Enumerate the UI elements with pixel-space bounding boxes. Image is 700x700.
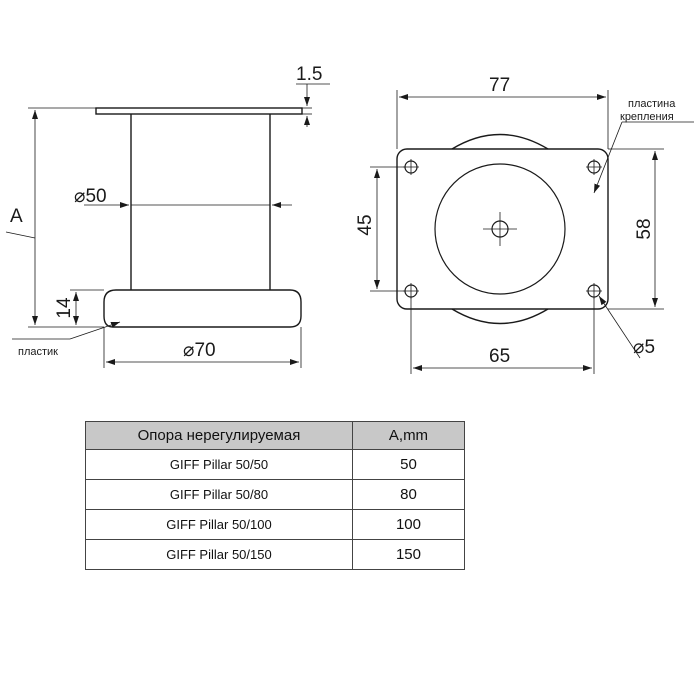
- plate-note-line1: пластина: [628, 98, 676, 110]
- base-height-label: 14: [54, 297, 75, 319]
- tube-diameter-label: ⌀50: [74, 186, 107, 207]
- base-outline-bottom: [451, 308, 549, 325]
- header-name: Опора нерегулируемая: [85, 421, 353, 450]
- width-dimension: 77: [396, 75, 609, 149]
- specification-table: Опора нерегулируемая A,mm GIFF Pillar 50…: [85, 421, 466, 570]
- tube-circle-top: [434, 163, 566, 295]
- base-outline-top: [451, 133, 549, 150]
- height-cell: 80: [351, 479, 466, 510]
- height-cell: 150: [351, 539, 466, 570]
- base-diameter-label: ⌀70: [183, 340, 216, 361]
- top-view: 77 58 45 65 ⌀5: [355, 75, 694, 374]
- table-row: GIFF Pillar 50/50 50: [85, 449, 466, 480]
- height-cell: 100: [351, 509, 466, 540]
- model-cell: GIFF Pillar 50/100: [85, 509, 353, 540]
- center-crosshair: [483, 212, 517, 246]
- table-row: GIFF Pillar 50/100 100: [85, 509, 466, 540]
- plate-note-leader: пластина крепления: [593, 98, 694, 194]
- hole-diameter-label: ⌀5: [633, 337, 655, 358]
- base-height-dimension: 14: [54, 289, 104, 325]
- plastic-base-side: [103, 289, 302, 328]
- width-label: 77: [489, 75, 510, 96]
- model-cell: GIFF Pillar 50/50: [85, 449, 353, 480]
- hole-diameter-leader: ⌀5: [598, 295, 655, 359]
- plate-note-line2: крепления: [620, 111, 674, 123]
- height-dimension: A: [5, 107, 104, 328]
- model-cell: GIFF Pillar 50/80: [85, 479, 353, 510]
- material-note: пластик: [18, 346, 58, 358]
- mounting-plate-side: [95, 107, 303, 115]
- plate-thickness-dimension: 1.5: [296, 64, 330, 127]
- height-cell: 50: [351, 449, 466, 480]
- tube-diameter-dimension: ⌀50: [74, 186, 292, 208]
- material-leader: пластик: [12, 321, 121, 358]
- base-diameter-dimension: ⌀70: [103, 327, 302, 368]
- hole-spacing-horizontal-dimension: 65: [410, 297, 595, 374]
- height-top-label: 58: [634, 218, 655, 239]
- height-dimension-top: 58: [608, 148, 664, 310]
- mounting-plate-top: [396, 148, 609, 310]
- table-row: GIFF Pillar 50/150 150: [85, 539, 466, 570]
- hole-spacing-horizontal-label: 65: [489, 346, 510, 367]
- table-header-row: Опора нерегулируемая A,mm: [85, 421, 466, 450]
- height-label: A: [10, 206, 23, 227]
- plate-thickness-label: 1.5: [296, 64, 322, 85]
- header-value: A,mm: [351, 421, 466, 450]
- hole-spacing-vertical-dimension: 45: [355, 166, 405, 292]
- tube-side: [130, 114, 271, 290]
- hole-spacing-vertical-label: 45: [355, 214, 376, 235]
- side-view: A 1.5 ⌀50 14 ⌀70: [5, 64, 330, 368]
- model-cell: GIFF Pillar 50/150: [85, 539, 353, 570]
- table-row: GIFF Pillar 50/80 80: [85, 479, 466, 510]
